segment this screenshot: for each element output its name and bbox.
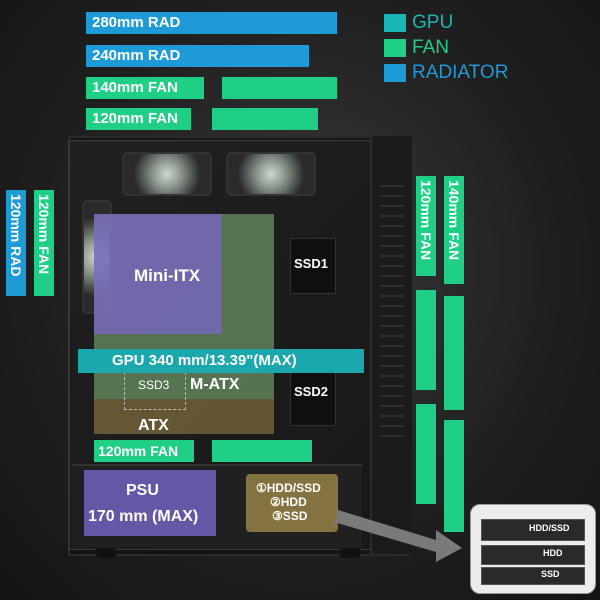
bar-label: 280mm RAD bbox=[92, 14, 181, 31]
gpu-clearance-bar bbox=[78, 349, 364, 373]
top-280mm-rad-bar: 280mm RAD bbox=[86, 12, 337, 34]
front-140mm-fan-bar-mid bbox=[444, 296, 464, 410]
front-140mm-fan-bar-bottom bbox=[444, 420, 464, 532]
gpu-label: GPU 340 mm/13.39"(MAX) bbox=[112, 352, 297, 369]
ssd3-label: SSD3 bbox=[138, 378, 170, 392]
case-foot-right bbox=[340, 548, 360, 558]
legend-label: RADIATOR bbox=[412, 62, 509, 83]
bar-label: 140mm FAN bbox=[92, 79, 178, 96]
front-120mm-fan-bar-bottom bbox=[416, 404, 436, 504]
front-120mm-fan-bar-mid bbox=[416, 290, 436, 390]
ssd1-label: SSD1 bbox=[294, 256, 328, 271]
case-foot-left bbox=[96, 548, 116, 558]
drive-cage-zone bbox=[246, 474, 338, 532]
inset-hdd-ssd-label: HDD/SSD bbox=[529, 523, 570, 533]
bar-label: 120mm FAN bbox=[36, 194, 52, 275]
legend-label: GPU bbox=[412, 12, 454, 33]
bottom-fan-bar-right bbox=[212, 440, 312, 462]
top-fan-right bbox=[226, 152, 316, 196]
legend-fan: FAN bbox=[384, 37, 449, 59]
top-140mm-fan-bar-right bbox=[222, 77, 337, 99]
rear-120mm-rad-bar: 120mm RAD bbox=[6, 190, 26, 296]
bar-label: 240mm RAD bbox=[92, 47, 181, 64]
top-140mm-fan-bar-left: 140mm FAN bbox=[86, 77, 204, 99]
m-atx-label: M-ATX bbox=[190, 376, 240, 393]
bar-label: 120mm FAN bbox=[418, 180, 434, 261]
inset-middle-tray bbox=[481, 545, 585, 565]
inset-bottom-tray bbox=[481, 567, 585, 585]
ssd2-slot bbox=[290, 364, 336, 426]
top-120mm-fan-bar-left: 120mm FAN bbox=[86, 108, 191, 130]
top-240mm-rad-bar: 240mm RAD bbox=[86, 45, 309, 67]
front-140mm-fan-bar-top: 140mm FAN bbox=[444, 176, 464, 284]
legend-label: FAN bbox=[412, 37, 449, 58]
drive-cage-line3: ③SSD bbox=[272, 509, 308, 523]
bottom-fan-bar-left bbox=[94, 440, 194, 462]
psu-label: PSU bbox=[126, 482, 159, 499]
inset-ssd-label: SSD bbox=[541, 569, 560, 579]
mini-itx-label: Mini-ITX bbox=[134, 266, 201, 285]
atx-label: ATX bbox=[138, 417, 169, 434]
legend-radiator: RADIATOR bbox=[384, 62, 508, 84]
drive-cage-line1: ①HDD/SSD bbox=[256, 481, 321, 495]
mini-itx-zone bbox=[94, 214, 222, 334]
inset-hdd-label: HDD bbox=[543, 548, 563, 558]
radiator-swatch bbox=[384, 64, 406, 82]
legend-gpu: GPU bbox=[384, 12, 453, 34]
gpu-swatch bbox=[384, 14, 406, 32]
rear-120mm-fan-bar: 120mm FAN bbox=[34, 190, 54, 296]
psu-length-label: 170 mm (MAX) bbox=[88, 508, 199, 525]
bottom-fan-label: 120mm FAN bbox=[98, 443, 179, 459]
bar-label: 120mm FAN bbox=[92, 110, 178, 127]
psu-zone bbox=[84, 470, 216, 536]
bar-label: 120mm RAD bbox=[8, 194, 24, 277]
top-120mm-fan-bar-right bbox=[212, 108, 318, 130]
top-fan-left bbox=[122, 152, 212, 196]
front-vent-lines bbox=[380, 185, 404, 437]
bar-label: 140mm FAN bbox=[446, 180, 462, 261]
ssd1-slot bbox=[290, 238, 336, 294]
drive-cage-inset: HDD/SSD HDD SSD bbox=[470, 504, 596, 594]
ssd2-label: SSD2 bbox=[294, 384, 328, 399]
fan-swatch bbox=[384, 39, 406, 57]
inset-arrow bbox=[334, 510, 462, 562]
front-120mm-fan-bar-top: 120mm FAN bbox=[416, 176, 436, 276]
drive-cage-line2: ②HDD bbox=[270, 495, 307, 509]
inset-top-tray bbox=[481, 519, 585, 541]
front-panel-vents bbox=[370, 136, 412, 554]
